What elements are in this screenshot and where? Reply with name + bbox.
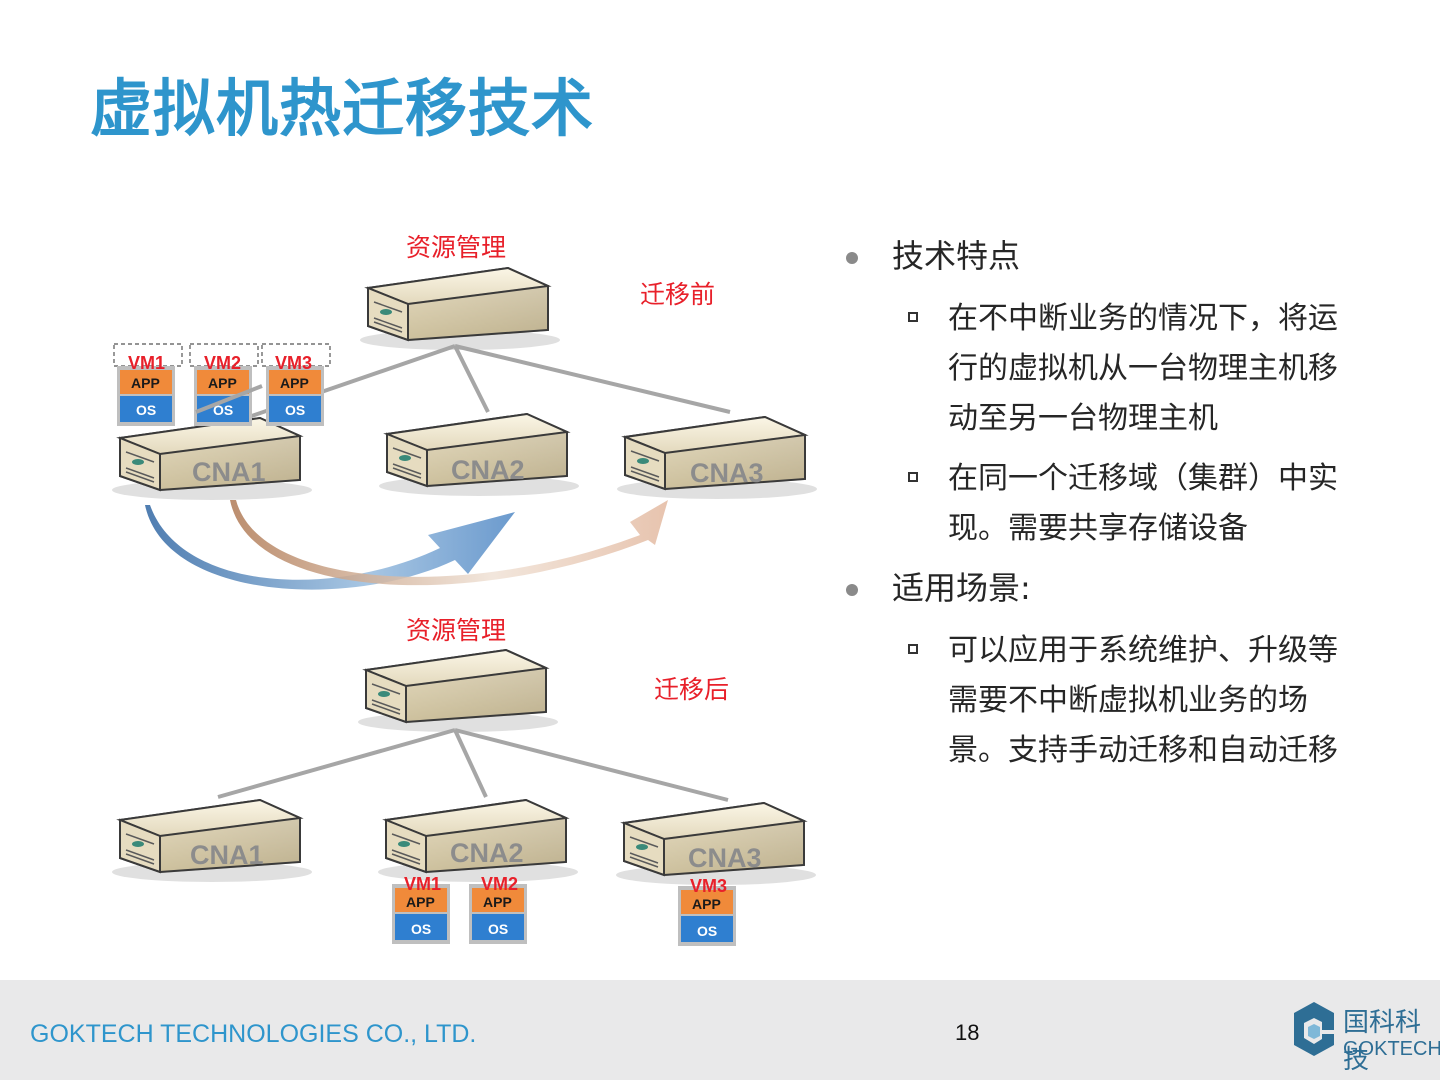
after-host-label-3: CNA3 xyxy=(688,843,762,873)
link-line xyxy=(453,729,488,798)
footer-brand-en: GOKTECH xyxy=(1343,1038,1440,1060)
before-vm2-os: OS xyxy=(213,402,233,418)
square-bullet-icon xyxy=(908,312,918,322)
bullet-list: 技术特点 在不中断业务的情况下，将运行的虚拟机从一台物理主机移动至另一台物理主机… xyxy=(840,232,1360,786)
before-vm2-label: VM2 xyxy=(204,353,241,373)
bullet-item-text: 在不中断业务的情况下，将运行的虚拟机从一台物理主机移动至另一台物理主机 xyxy=(948,301,1338,436)
migration-diagram: 资源管理 迁移前 CNA1 CNA2 CNA3 VM1 VM2 VM3 APP … xyxy=(111,233,818,946)
before-state-label: 迁移前 xyxy=(640,280,715,309)
bullet-heading-scenarios: 适用场景: xyxy=(840,564,1360,612)
bullet-item-text: 可以应用于系统维护、升级等需要不中断虚拟机业务的场景。支持手动迁移和自动迁移 xyxy=(948,633,1338,768)
bullet-item: 在同一个迁移域（集群）中实现。需要共享存储设备 xyxy=(896,454,1348,554)
before-manager-server xyxy=(359,267,561,351)
after-manager-label: 资源管理 xyxy=(406,616,506,645)
before-vm1-label: VM1 xyxy=(128,353,165,373)
bullet-item: 可以应用于系统维护、升级等需要不中断虚拟机业务的场景。支持手动迁移和自动迁移 xyxy=(896,626,1348,776)
before-vm2-app: APP xyxy=(208,375,237,391)
migration-arrow-vm2 xyxy=(145,505,515,590)
after-vm2-os: OS xyxy=(488,921,508,937)
after-host-label-1: CNA1 xyxy=(190,840,264,870)
before-vm1-os: OS xyxy=(136,402,156,418)
after-vm2-label: VM2 xyxy=(481,874,518,894)
link-line xyxy=(454,344,731,414)
bullet-item-text: 在同一个迁移域（集群）中实现。需要共享存储设备 xyxy=(948,461,1338,546)
after-vm1-label: VM1 xyxy=(404,874,441,894)
before-host-label-3: CNA3 xyxy=(690,458,764,488)
before-vm3-label: VM3 xyxy=(275,353,312,373)
after-vm1-os: OS xyxy=(411,921,431,937)
footer-brand-cn: 国科科技 xyxy=(1343,1008,1422,1075)
before-manager-label: 资源管理 xyxy=(406,233,506,262)
after-vm3-app: APP xyxy=(692,896,721,912)
vm-placeholder xyxy=(113,343,183,367)
link-line xyxy=(195,384,263,414)
page-number: 18 xyxy=(955,1020,980,1045)
goktech-logo-icon xyxy=(1294,1002,1334,1056)
after-manager-server xyxy=(357,649,559,733)
after-vm2-app: APP xyxy=(483,894,512,910)
after-host-label-2: CNA2 xyxy=(450,838,524,868)
link-line xyxy=(454,728,729,802)
before-vm1-app: APP xyxy=(131,375,160,391)
after-vm3-label: VM3 xyxy=(690,876,727,896)
before-host-label-1: CNA1 xyxy=(192,457,266,487)
footer: GOKTECH TECHNOLOGIES CO., LTD. 18 国科科技 G… xyxy=(0,980,1440,1080)
vm-placeholder xyxy=(189,343,259,367)
bullet-heading-features: 技术特点 xyxy=(840,232,1360,280)
before-host-label-2: CNA2 xyxy=(451,455,525,485)
bullet-item: 在不中断业务的情况下，将运行的虚拟机从一台物理主机移动至另一台物理主机 xyxy=(896,294,1348,444)
migration-arrow-vm3 xyxy=(230,500,668,586)
after-state-label: 迁移后 xyxy=(654,675,729,704)
before-vm3-app: APP xyxy=(280,375,309,391)
link-line xyxy=(217,728,456,799)
slide-title: 虚拟机热迁移技术 xyxy=(90,72,595,145)
square-bullet-icon xyxy=(908,472,918,482)
after-vm1-app: APP xyxy=(406,894,435,910)
footer-company: GOKTECH TECHNOLOGIES CO., LTD. xyxy=(30,1020,477,1048)
before-vm3-os: OS xyxy=(285,402,305,418)
link-line xyxy=(453,345,490,413)
vm-placeholder xyxy=(261,343,331,367)
after-vm3-os: OS xyxy=(697,923,717,939)
square-bullet-icon xyxy=(908,644,918,654)
